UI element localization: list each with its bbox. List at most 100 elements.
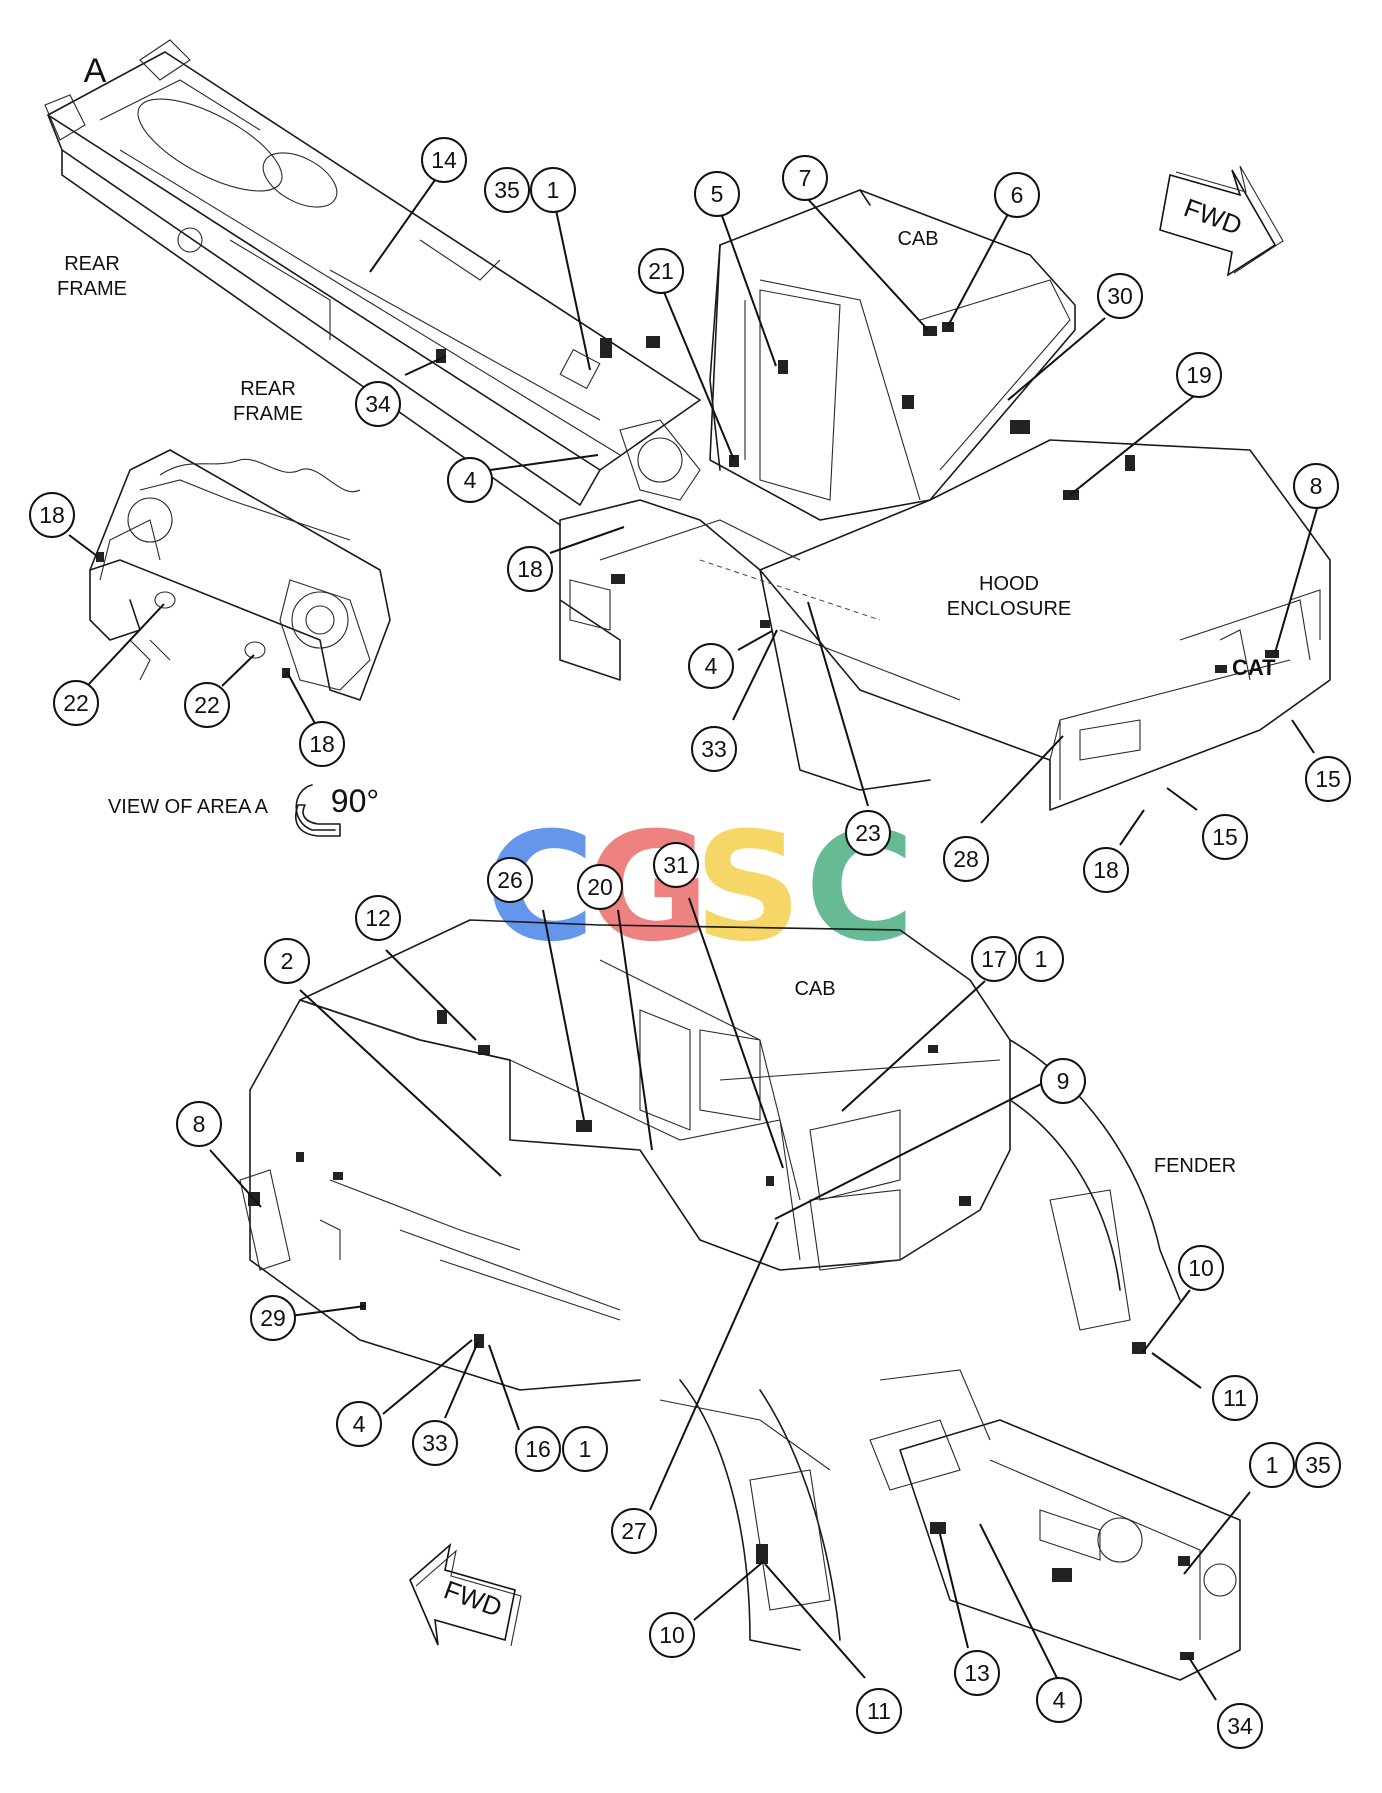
fwd-arrow-bottom-icon: FWD — [409, 1542, 522, 1647]
callout-4: 4 — [447, 457, 493, 503]
callout-5: 5 — [694, 171, 740, 217]
callout-13: 13 — [954, 1650, 1000, 1696]
callout-4: 4 — [1036, 1677, 1082, 1723]
svg-text:1: 1 — [547, 177, 560, 203]
svg-text:21: 21 — [648, 258, 674, 284]
callout-10: 10 — [649, 1612, 695, 1658]
callout-21: 21 — [638, 248, 684, 294]
rear-frame-view-label-2: FRAME — [233, 403, 303, 425]
callout-14: 14 — [421, 137, 467, 183]
callout-1: 1 — [1249, 1442, 1295, 1488]
callout-20: 20 — [577, 864, 623, 910]
callout-18: 18 — [29, 492, 75, 538]
svg-text:15: 15 — [1315, 766, 1341, 792]
callout-28: 28 — [943, 836, 989, 882]
callout-18: 18 — [1083, 847, 1129, 893]
svg-text:31: 31 — [663, 852, 689, 878]
fender-label: FENDER — [1154, 1155, 1236, 1177]
svg-text:27: 27 — [621, 1518, 647, 1544]
callouts: 14 35 1 5 7 6 21 30 19 34 4 8 18 18 4 22… — [29, 137, 1351, 1749]
svg-text:9: 9 — [1057, 1068, 1070, 1094]
svg-text:4: 4 — [705, 653, 718, 679]
svg-text:6: 6 — [1011, 182, 1024, 208]
cab-top — [709, 189, 1076, 521]
svg-text:8: 8 — [193, 1111, 206, 1137]
svg-text:28: 28 — [953, 846, 979, 872]
callout-8: 8 — [176, 1101, 222, 1147]
svg-text:33: 33 — [701, 736, 727, 762]
callout-35: 35 — [484, 167, 530, 213]
callout-4: 4 — [688, 643, 734, 689]
labels: A REAR FRAME REAR FRAME CAB HOOD ENCLOSU… — [57, 52, 1236, 1177]
svg-text:33: 33 — [422, 1430, 448, 1456]
callout-6: 6 — [994, 172, 1040, 218]
svg-text:34: 34 — [1227, 1713, 1253, 1739]
svg-text:14: 14 — [431, 147, 457, 173]
rotation-arrow-icon — [294, 784, 341, 837]
svg-text:18: 18 — [1093, 857, 1119, 883]
callout-27: 27 — [611, 1508, 657, 1554]
callout-11: 11 — [856, 1688, 902, 1734]
view-of-area-label: VIEW OF AREA A — [108, 796, 269, 818]
svg-text:13: 13 — [964, 1660, 990, 1686]
callout-18: 18 — [507, 546, 553, 592]
svg-text:4: 4 — [353, 1411, 366, 1437]
svg-text:CAT: CAT — [1232, 655, 1276, 680]
rear-frame-top-label-2: FRAME — [57, 278, 127, 300]
callout-22: 22 — [184, 682, 230, 728]
callout-18: 18 — [299, 721, 345, 767]
svg-text:17: 17 — [981, 946, 1007, 972]
svg-text:10: 10 — [1188, 1255, 1214, 1281]
callout-1: 1 — [1018, 936, 1064, 982]
callout-17: 17 — [971, 936, 1017, 982]
svg-text:1: 1 — [1035, 946, 1048, 972]
callout-9: 9 — [1040, 1058, 1086, 1104]
rear-frame-top-label-1: REAR — [64, 253, 120, 275]
callout-1: 1 — [562, 1426, 608, 1472]
callout-23: 23 — [845, 810, 891, 856]
svg-text:18: 18 — [309, 731, 335, 757]
view-letter-a: A — [84, 52, 107, 90]
svg-text:4: 4 — [1053, 1687, 1066, 1713]
callout-15: 15 — [1305, 756, 1351, 802]
hood-label-2: ENCLOSURE — [947, 598, 1071, 620]
callout-2: 2 — [264, 938, 310, 984]
callout-33: 33 — [412, 1420, 458, 1466]
callout-34: 34 — [355, 381, 401, 427]
svg-text:35: 35 — [494, 177, 520, 203]
svg-text:22: 22 — [194, 692, 220, 718]
callout-35: 35 — [1295, 1442, 1341, 1488]
callout-8: 8 — [1293, 463, 1339, 509]
svg-text:1: 1 — [579, 1436, 592, 1462]
callout-26: 26 — [487, 857, 533, 903]
svg-text:35: 35 — [1305, 1452, 1331, 1478]
svg-text:19: 19 — [1186, 362, 1212, 388]
callout-10: 10 — [1178, 1245, 1224, 1291]
rear-frame-top — [44, 39, 701, 526]
callout-22: 22 — [53, 680, 99, 726]
callout-11: 11 — [1212, 1375, 1258, 1421]
callout-30: 30 — [1097, 273, 1143, 319]
rotation-label: 90° — [331, 783, 379, 819]
svg-text:8: 8 — [1310, 473, 1323, 499]
fwd-arrow-top-icon: FWD — [1159, 165, 1284, 277]
callout-1: 1 — [530, 167, 576, 213]
svg-text:7: 7 — [799, 165, 812, 191]
leader-lines — [68, 179, 1319, 1701]
svg-text:11: 11 — [1223, 1385, 1247, 1411]
svg-text:29: 29 — [260, 1305, 286, 1331]
callout-31: 31 — [653, 842, 699, 888]
callout-19: 19 — [1176, 352, 1222, 398]
svg-text:34: 34 — [365, 391, 391, 417]
svg-text:26: 26 — [497, 867, 523, 893]
callout-4: 4 — [336, 1401, 382, 1447]
svg-text:18: 18 — [517, 556, 543, 582]
svg-text:2: 2 — [281, 948, 294, 974]
svg-text:15: 15 — [1212, 824, 1238, 850]
svg-text:16: 16 — [525, 1436, 551, 1462]
callout-29: 29 — [250, 1295, 296, 1341]
callout-15: 15 — [1202, 814, 1248, 860]
svg-text:20: 20 — [587, 874, 613, 900]
